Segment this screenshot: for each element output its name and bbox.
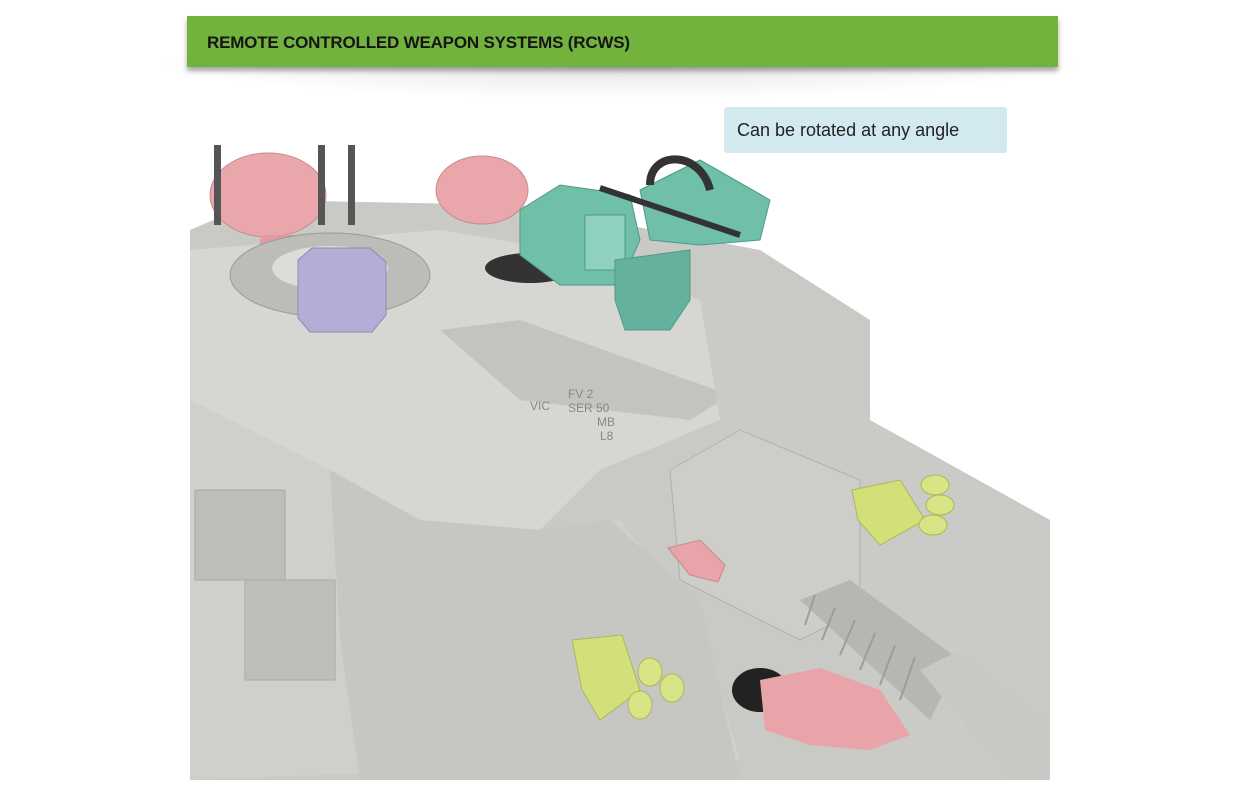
commander-hatch xyxy=(209,152,327,238)
marking-text: VIC xyxy=(530,399,550,413)
antenna xyxy=(318,145,325,225)
marking-text: SER 50 xyxy=(568,401,610,415)
hull-markings: VIC FV 2 SER 50 MB L8 xyxy=(530,387,615,443)
pink-fitting xyxy=(667,539,726,583)
rcws-unit xyxy=(519,155,771,331)
stowage-bin xyxy=(244,579,336,681)
antenna xyxy=(348,145,355,225)
callout-box: Can be rotated at any angle xyxy=(724,107,1007,153)
smoke-discharger-left xyxy=(571,634,685,721)
barrel-ribs xyxy=(804,594,916,701)
callout-text: Can be rotated at any angle xyxy=(737,120,960,140)
gun-barrel-sleeve xyxy=(800,580,960,720)
marking-text: MB xyxy=(597,415,615,429)
marking-text: L8 xyxy=(600,429,614,443)
gun-barrel xyxy=(920,650,1050,780)
banner-title: REMOTE CONTROLLED WEAPON SYSTEMS (RCWS) xyxy=(207,33,630,52)
antenna xyxy=(214,145,221,225)
loader-hatch xyxy=(435,155,529,225)
armor-panel xyxy=(440,320,730,420)
commander-sight xyxy=(297,247,387,333)
mantlet-cover xyxy=(760,668,910,750)
smoke-discharger-right xyxy=(851,474,955,546)
marking-text: FV 2 xyxy=(568,387,594,401)
title-banner: REMOTE CONTROLLED WEAPON SYSTEMS (RCWS) xyxy=(187,16,1058,67)
stowage-bin xyxy=(194,489,286,581)
